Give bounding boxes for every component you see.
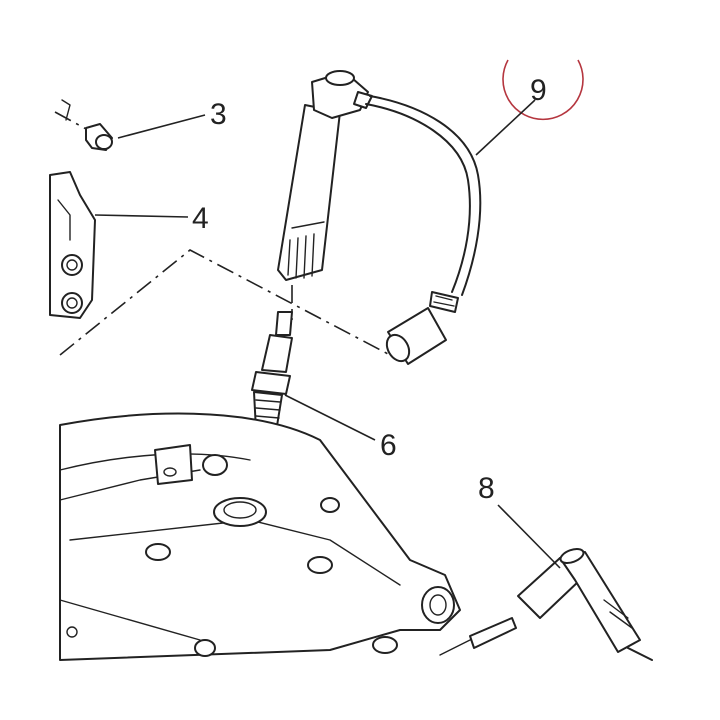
leader-6 <box>284 394 376 441</box>
screw <box>54 111 113 151</box>
assembly-centerline <box>59 249 391 356</box>
leader-9 <box>475 99 536 156</box>
bracket <box>49 99 96 319</box>
cylinder-head <box>59 412 461 661</box>
leader-4 <box>94 214 189 218</box>
spark-plug <box>251 311 293 441</box>
plug-cap-lead <box>439 548 653 661</box>
callout-label-4: 4 <box>192 202 209 235</box>
leader-8 <box>497 504 561 569</box>
callout-label-9: 9 <box>530 74 547 107</box>
leader-3 <box>117 114 206 139</box>
callout-label-8: 8 <box>478 472 495 505</box>
highlight-circle <box>502 59 584 121</box>
ignition-coil-lead <box>277 70 482 365</box>
callout-label-6: 6 <box>380 429 397 462</box>
callout-label-3: 3 <box>210 98 227 131</box>
